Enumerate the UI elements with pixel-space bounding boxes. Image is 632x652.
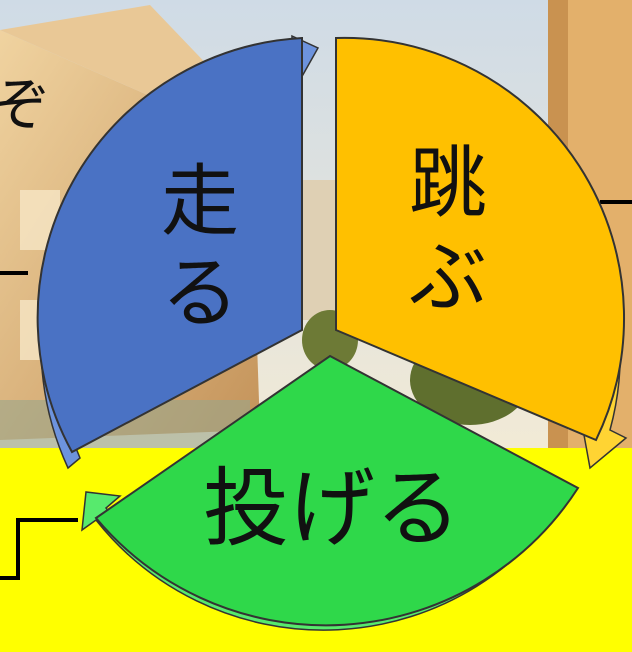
step-lines (0, 200, 632, 580)
segment-jump (335, 36, 626, 442)
label-run-char-1: 走 (161, 157, 239, 247)
label-throw: 投げる (203, 459, 461, 559)
label-run-char-2: る (161, 249, 239, 339)
segment-throw (94, 354, 580, 627)
partial-glyph: ぞ (0, 71, 50, 139)
step-line-left (0, 518, 78, 580)
label-jump-char-1: 跳 (409, 139, 487, 229)
segment-run (36, 36, 303, 454)
cycle-segments (36, 36, 626, 627)
label-jump-char-2: ぶ (409, 233, 487, 323)
